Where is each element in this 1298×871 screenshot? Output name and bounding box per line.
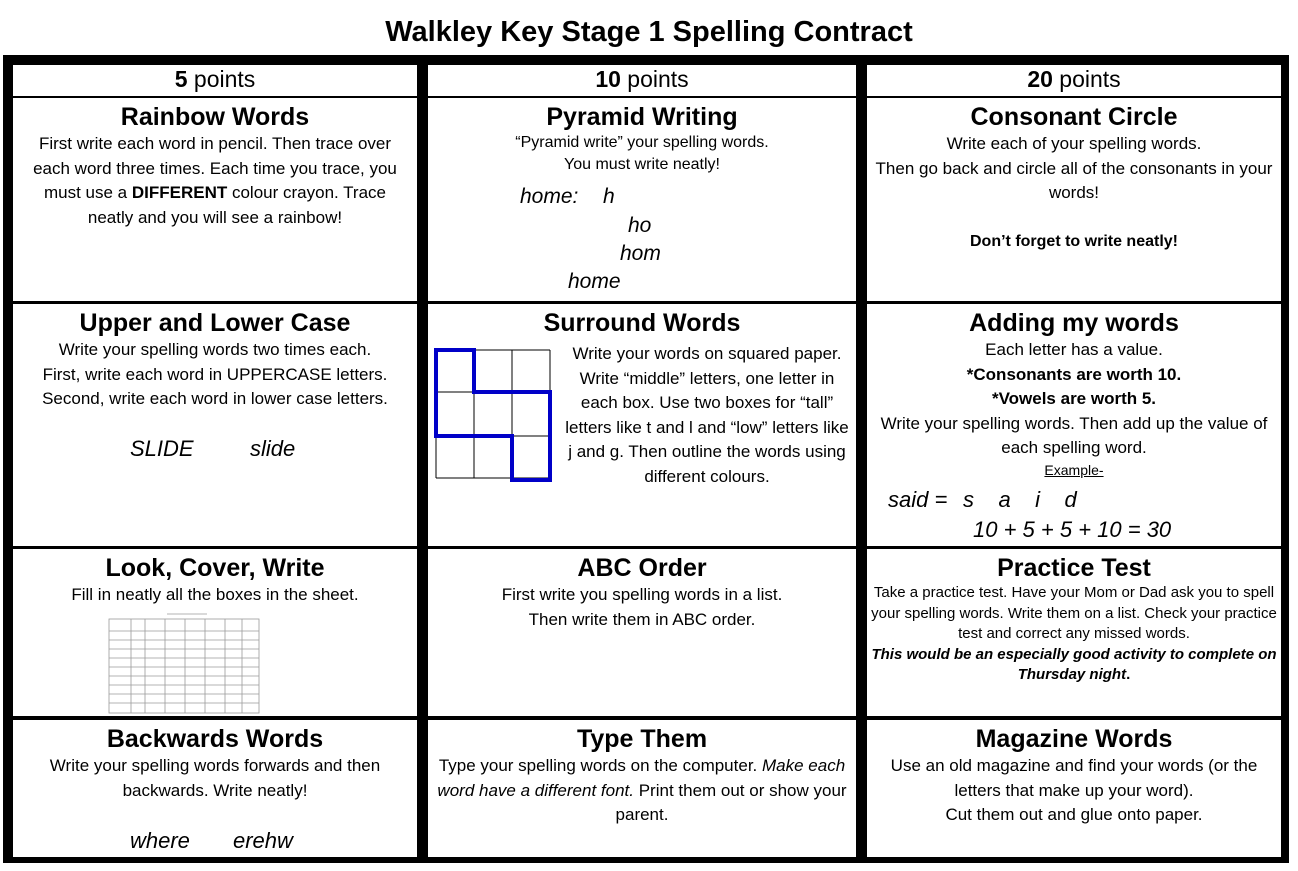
header-20-points: 20 points	[867, 65, 1281, 96]
header-10-points: 10 points	[428, 65, 856, 96]
cell-adding-my-words: Adding my words Each letter has a value.…	[867, 304, 1281, 546]
points-label: points	[627, 66, 689, 92]
contract-grid: 5 points 10 points 20 points Rainbow Wor…	[3, 55, 1289, 863]
activity-text: Write each of your spelling words. Then …	[875, 134, 1273, 250]
cell-upper-lower-case: Upper and Lower Case Write your spelling…	[13, 304, 417, 546]
activity-text: Write your spelling words two times each…	[42, 340, 388, 408]
pyramid-line-2: ho	[628, 214, 652, 237]
activity-title: Pyramid Writing	[546, 103, 738, 131]
cell-pyramid-writing: Pyramid Writing “Pyramid write” your spe…	[428, 98, 856, 301]
activity-title: Upper and Lower Case	[79, 309, 351, 337]
cell-surround-words: Surround Words Write your words on squar…	[428, 304, 856, 546]
activity-title: Magazine Words	[975, 725, 1173, 753]
example-uppercase: SLIDE	[130, 436, 194, 461]
pyramid-line-4: home	[568, 270, 621, 293]
cell-practice-test: Practice Test Take a practice test. Have…	[867, 549, 1281, 716]
activity-title: Surround Words	[543, 309, 741, 337]
example-word: home:	[520, 185, 579, 208]
activity-text: First write each word in pencil. Then tr…	[33, 134, 397, 227]
pyramid-line-3: hom	[620, 242, 661, 265]
points-label: points	[193, 66, 256, 92]
activity-text: Fill in neatly all the boxes in the shee…	[71, 585, 359, 604]
pyramid-line-1: h	[603, 185, 615, 208]
activity-title: ABC Order	[577, 554, 707, 582]
activity-text: “Pyramid write” your spelling words. You…	[515, 134, 769, 173]
points-value: 5	[174, 66, 188, 92]
page-title: Walkley Key Stage 1 Spelling Contract	[385, 16, 913, 48]
activity-text: Write your spelling words forwards and t…	[49, 756, 381, 800]
activity-title: Rainbow Words	[120, 103, 310, 131]
activity-text: Type your spelling words on the computer…	[437, 756, 847, 824]
worksheet-thumbnail-illustration	[108, 613, 260, 714]
example-sum: 10 + 5 + 5 + 10 = 30	[973, 517, 1172, 542]
cell-backwards-words: Backwards Words Write your spelling word…	[13, 720, 417, 857]
example-backwards: erehw	[233, 828, 293, 853]
activity-text: Each letter has a value. *Consonants are…	[880, 340, 1268, 478]
cell-magazine-words: Magazine Words Use an old magazine and f…	[867, 720, 1281, 857]
activity-text: Use an old magazine and find your words …	[890, 756, 1258, 824]
activity-title: Type Them	[576, 725, 708, 753]
points-label: points	[1059, 66, 1121, 92]
activity-text: Take a practice test. Have your Mom or D…	[871, 584, 1277, 683]
points-value: 20	[1027, 66, 1053, 92]
points-value: 10	[595, 66, 621, 92]
cell-abc-order: ABC Order First write you spelling words…	[428, 549, 856, 716]
squared-paper-illustration	[434, 348, 552, 482]
cell-rainbow-words: Rainbow Words First write each word in p…	[13, 98, 417, 301]
activity-text: First write you spelling words in a list…	[501, 585, 783, 629]
example-forwards: where	[130, 828, 190, 853]
activity-title: Adding my words	[969, 309, 1179, 337]
activity-title: Consonant Circle	[970, 103, 1178, 131]
activity-text: Write your words on squared paper. Write…	[565, 344, 849, 486]
activity-title: Look, Cover, Write	[105, 554, 325, 582]
cell-consonant-circle: Consonant Circle Write each of your spel…	[867, 98, 1281, 301]
example-word: said =	[888, 487, 948, 512]
cell-type-them: Type Them Type your spelling words on th…	[428, 720, 856, 857]
example-letters: s a i d	[963, 487, 1077, 512]
activity-title: Practice Test	[997, 554, 1151, 582]
cell-look-cover-write: Look, Cover, Write Fill in neatly all th…	[13, 549, 417, 716]
activity-title: Backwards Words	[106, 725, 324, 753]
example-lowercase: slide	[250, 436, 296, 461]
header-5-points: 5 points	[13, 65, 417, 96]
